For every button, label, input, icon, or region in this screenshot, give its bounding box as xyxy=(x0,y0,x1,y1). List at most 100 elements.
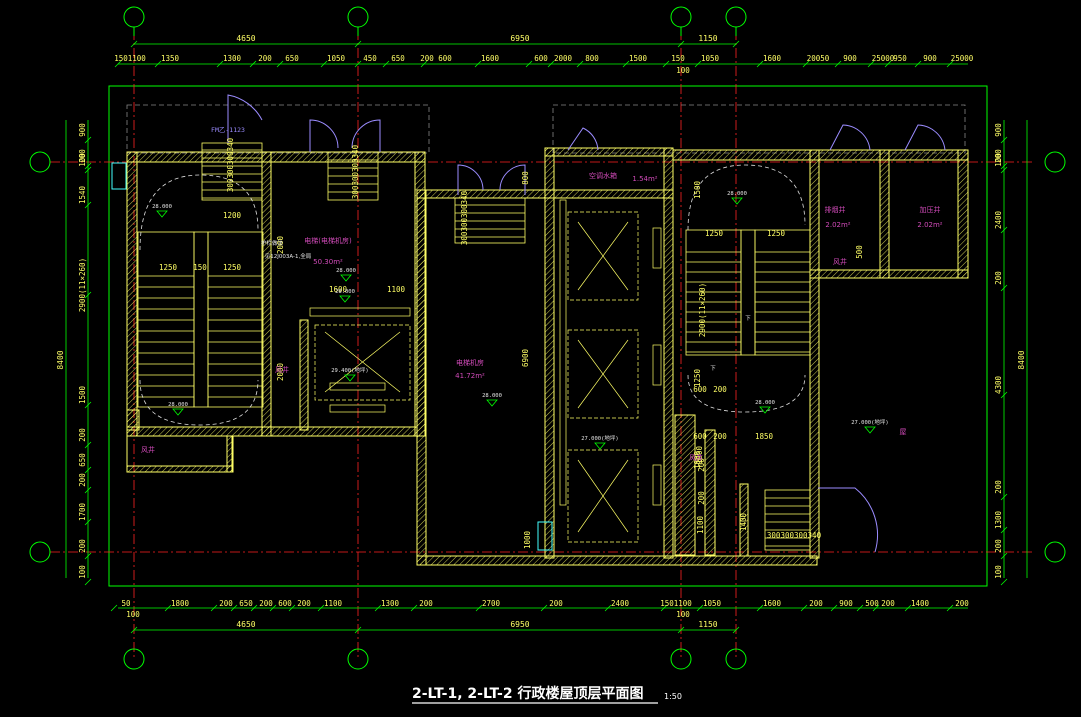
dim-top-detail: 1300 xyxy=(223,54,242,63)
room-label: 风井 xyxy=(275,365,289,374)
dim-top-detail: 650 xyxy=(285,54,299,63)
interior-dimension: 1200 xyxy=(223,211,242,220)
dim-bottom-detail: 50 xyxy=(121,599,131,608)
axis-bubbles xyxy=(29,6,1066,670)
dim-left-detail: 650 xyxy=(78,453,87,467)
room-label: 50.30m² xyxy=(313,258,343,266)
dim-top-detail: 650 xyxy=(391,54,405,63)
room-label: 排烟井 xyxy=(825,205,846,214)
dim-top-detail: 1501100 xyxy=(114,54,146,63)
doors xyxy=(227,94,946,553)
dim-left-detail: 1500 xyxy=(78,385,87,404)
dim-left-detail: 1540 xyxy=(78,185,87,204)
interior-dimension: 1500 xyxy=(695,445,704,464)
interior-dimension: 500 xyxy=(855,245,864,259)
elevation-triangle-icon xyxy=(864,426,876,434)
dimension-lines xyxy=(65,40,1028,634)
dim-top-detail: 200 600 xyxy=(420,54,452,63)
dim-bottom-detail: 2400 xyxy=(611,599,630,608)
elevation-triangle-icon xyxy=(339,295,351,303)
room-label: 1.54m² xyxy=(632,175,657,183)
elevation-mark: 29.400(地坪) xyxy=(331,366,369,374)
interior-dimension: 300300300340 xyxy=(460,190,469,245)
dim-right-detail: 100 xyxy=(994,565,1003,579)
dim-bottom-detail: 1800 xyxy=(171,599,190,608)
dim-right-detail: 2400 xyxy=(994,210,1003,229)
drawing-title: 2-LT-1, 2-LT-2 行政楼屋顶层平面图 xyxy=(412,685,643,702)
note-text: 下 xyxy=(745,315,751,322)
dim-top-detail: 900 xyxy=(843,54,857,63)
dim-bottom-detail: 1501100 xyxy=(660,599,692,608)
dim-bottom-detail: 1100 xyxy=(324,599,343,608)
dim-right-detail: 100 xyxy=(994,153,1003,167)
dim-right-detail: 1300 xyxy=(994,510,1003,529)
dim-top-detail: 450 xyxy=(363,54,377,63)
elevation-mark: 28.000 xyxy=(727,191,747,197)
room-label: 风井 xyxy=(833,257,847,266)
elevation-triangle-icon xyxy=(486,399,498,407)
dim-left-detail: 200 xyxy=(78,539,87,553)
dim-bottom-detail: 200 xyxy=(219,599,233,608)
interior-dimension: 600 xyxy=(693,385,707,394)
dim-top-detail: 1600 xyxy=(481,54,500,63)
dim-right-detail: 200 xyxy=(994,149,1003,163)
interior-dimension: 800 xyxy=(521,171,530,185)
dim-bottom-detail: 200 xyxy=(881,599,895,608)
dim-left-detail: 100 xyxy=(78,565,87,579)
elevation-mark: 27.000(地坪) xyxy=(581,434,619,442)
interior-dimension: 1000 xyxy=(693,450,702,469)
interior-dimension: 600 xyxy=(693,432,707,441)
dim-bottom-overall: 4650 xyxy=(236,620,255,629)
dim-left-detail: 2900(11×260) xyxy=(78,258,87,312)
note-text: 见12J003A-1,全局 xyxy=(265,252,312,260)
dim-left-detail: 900 xyxy=(78,123,87,137)
dim-bottom-detail: 200 xyxy=(419,599,433,608)
interior-dimension: 6900 xyxy=(521,348,530,367)
room-label: 空调水箱 xyxy=(589,171,617,180)
dim-top-detail: 1500 xyxy=(629,54,648,63)
dim-bottom-detail: 600 xyxy=(278,599,292,608)
dim-bottom-detail: 200 xyxy=(809,599,823,608)
dim-bottom-detail: 650 xyxy=(239,599,253,608)
dim-bottom-detail: 1600 xyxy=(763,599,782,608)
dim-top-overall: 1150 xyxy=(698,34,717,43)
room-label: 41.72m² xyxy=(455,372,485,380)
dim-bottom-overall: 6950 xyxy=(510,620,529,629)
dim-top-overall: 6950 xyxy=(510,34,529,43)
dim-right-detail: 200 xyxy=(994,271,1003,285)
elevation-mark: 27.000(地坪) xyxy=(851,418,889,426)
dim-left-overall: 8400 xyxy=(56,350,65,369)
elevation-mark: 28.000 xyxy=(168,402,188,408)
elevation-mark: 28.000 xyxy=(152,204,172,210)
interior-dimension: 2000 xyxy=(276,362,285,381)
interior-dimension: 300300300340 xyxy=(226,137,235,192)
dim-top-detail: 1050 xyxy=(701,54,720,63)
dim-top-detail: 950 xyxy=(893,54,907,63)
dim-right-detail: 200 xyxy=(994,480,1003,494)
note-text: 下 xyxy=(710,365,716,372)
dim-bottom-detail: 1300 xyxy=(381,599,400,608)
drawing-border xyxy=(108,85,988,587)
dim-bottom-sub: 100 xyxy=(676,610,690,619)
interior-dimension: 1250 xyxy=(705,229,724,238)
dim-right-detail: 900 xyxy=(994,123,1003,137)
dim-left-detail: 200 xyxy=(78,428,87,442)
interior-dimension: 1000 xyxy=(523,530,532,549)
interior-dimension: 2900(11×260) xyxy=(698,283,707,337)
elevation-mark: 28.000 xyxy=(335,289,355,295)
elevation-mark: 28.000 xyxy=(336,268,356,274)
room-label: 电梯(电梯机房) xyxy=(304,236,352,245)
dim-left-detail: 1700 xyxy=(78,502,87,521)
dim-left-detail: 100 xyxy=(78,153,87,167)
dim-left-detail: 200 xyxy=(78,149,87,163)
interior-dimension: 1250 xyxy=(223,263,242,272)
elevation-triangle-icon xyxy=(172,408,184,416)
elevation-triangle-icon xyxy=(340,274,352,282)
room-label: 加压井 xyxy=(920,205,941,214)
elevation-mark: 28.000 xyxy=(482,393,502,399)
dim-top-detail: 1600 xyxy=(763,54,782,63)
elevation-triangle-icon xyxy=(594,442,606,450)
dim-bottom-detail: 200 xyxy=(955,599,969,608)
dim-bottom-detail: 2700 xyxy=(482,599,501,608)
interior-dimension: 200 xyxy=(697,458,706,472)
